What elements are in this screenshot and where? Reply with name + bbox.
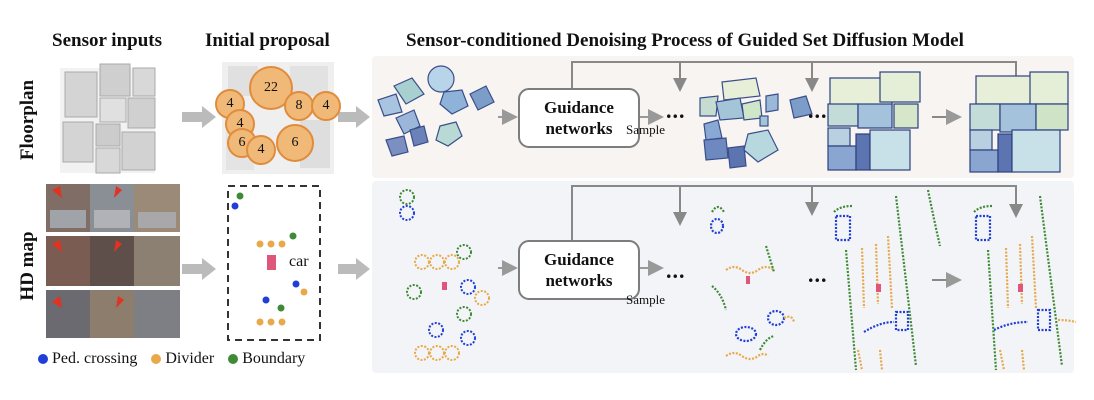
proposal-circle: 4 — [311, 91, 341, 121]
guidance-line1: Guidance — [544, 250, 614, 269]
floorplan-density-image — [60, 63, 156, 174]
proposal-circle: 6 — [276, 124, 314, 162]
boundary-dot-icon — [228, 354, 239, 364]
header-initial-proposal: Initial proposal — [205, 30, 330, 51]
legend-item-ped-crossing: Ped. crossing — [38, 350, 137, 368]
floorplan-near-final — [827, 71, 921, 171]
proposal-circle: 22 — [249, 66, 293, 110]
sample-label-floor: Sample — [626, 122, 665, 137]
legend-label: Ped. crossing — [52, 350, 138, 367]
ellipsis: ... — [666, 98, 686, 123]
legend-item-boundary: Boundary — [228, 350, 305, 368]
map-noisy-shapes — [399, 189, 490, 361]
guidance-networks-floor: Guidance networks — [518, 88, 640, 148]
proposal-circle: 8 — [284, 91, 314, 121]
ellipsis: ... — [666, 258, 686, 283]
arrow-input-to-proposal-map — [182, 258, 216, 280]
sample-label-map: Sample — [626, 292, 665, 307]
header-sensor-inputs: Sensor inputs — [52, 30, 163, 51]
proposal-circle: 4 — [246, 135, 276, 165]
divider-dot-icon — [151, 354, 162, 364]
legend: Ped. crossing Divider Boundary — [38, 350, 305, 368]
floorplan-final — [969, 71, 1069, 173]
feedback-line-map — [571, 185, 1017, 240]
guidance-line1: Guidance — [544, 98, 614, 117]
camera-images — [46, 184, 180, 338]
guidance-line2: networks — [545, 119, 613, 138]
legend-label: Divider — [165, 350, 215, 367]
legend-item-divider: Divider — [151, 350, 214, 368]
arrow-input-to-proposal-floor — [182, 106, 216, 128]
map-final — [973, 195, 1077, 371]
vehicle-marker — [267, 255, 276, 270]
arrow-proposal-to-process-floor — [338, 106, 370, 128]
ellipsis: ... — [808, 262, 828, 287]
map-near-final — [833, 189, 942, 371]
ellipsis: ... — [808, 98, 828, 123]
guidance-networks-map: Guidance networks — [518, 240, 640, 300]
header-denoising-process: Sensor-conditioned Denoising Process of … — [406, 30, 964, 51]
floorplan-noisy-shapes — [377, 65, 495, 157]
map-intermediate-shapes — [709, 205, 796, 361]
feedback-line-floor — [571, 61, 1017, 88]
map-proposal-box — [227, 185, 321, 341]
car-label: car — [289, 253, 309, 270]
guidance-line2: networks — [545, 271, 613, 290]
floorplan-intermediate-shapes — [699, 77, 813, 169]
ped-crossing-dot-icon — [38, 354, 48, 364]
legend-label: Boundary — [242, 350, 306, 367]
arrow-proposal-to-process-map — [338, 258, 370, 280]
